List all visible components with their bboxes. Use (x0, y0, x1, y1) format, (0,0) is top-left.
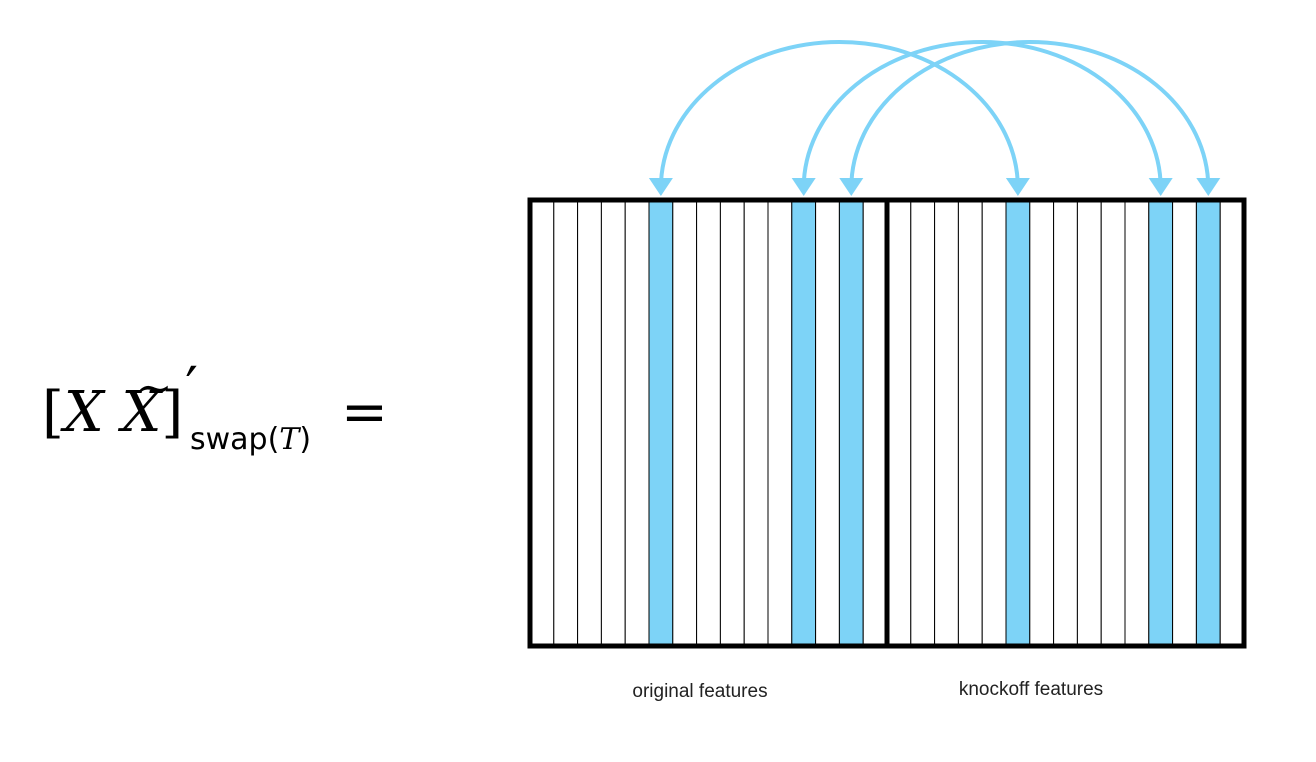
arrowhead-6-original (648, 178, 673, 196)
knockoff-column-2 (910, 199, 936, 647)
matrix-columns (529, 199, 1245, 647)
close-bracket: ] (161, 380, 184, 445)
knockoff-column-5 (981, 199, 1007, 647)
knockoff-column-14 (1195, 199, 1221, 647)
original-column-14 (838, 199, 864, 647)
knockoff-column-8 (1053, 199, 1078, 647)
original-column-6 (648, 199, 674, 647)
knockoff-column-7 (1029, 199, 1055, 647)
knockoff-column-4 (957, 199, 983, 647)
swap-arc-14 (849, 40, 1211, 189)
knockoff-features-label: knockoff features (959, 679, 1103, 700)
original-column-12 (791, 199, 817, 647)
original-column-7 (672, 199, 698, 647)
original-column-3 (577, 199, 602, 647)
original-column-10 (743, 199, 769, 647)
prime-mark: ′ (185, 356, 198, 421)
symbol-x: X (63, 380, 104, 445)
arrowhead-12-knockoff (1148, 178, 1173, 196)
knockoff-column-1 (886, 199, 912, 647)
arrowhead-12-original (791, 178, 816, 196)
original-column-13 (815, 199, 840, 647)
equals-sign: = (341, 380, 388, 445)
open-bracket: [ (42, 380, 64, 445)
arrowhead-14-original (839, 178, 864, 196)
original-features-label: original features (632, 681, 767, 702)
original-column-1 (529, 199, 555, 647)
original-column-15 (862, 199, 888, 647)
knockoff-column-6 (1005, 199, 1031, 647)
knockoff-column-10 (1100, 199, 1126, 647)
knockoff-column-3 (934, 199, 959, 647)
swap-arrows (648, 40, 1221, 196)
swap-equation: [X ~X]′swap(T)= (42, 361, 388, 455)
knockoff-column-13 (1172, 199, 1197, 647)
swap-arc-12 (801, 40, 1163, 189)
arrowhead-6-knockoff (1005, 178, 1030, 196)
knockoff-column-9 (1076, 199, 1102, 647)
swap-arc-6 (658, 40, 1020, 189)
arrowhead-14-knockoff (1196, 178, 1221, 196)
original-column-4 (600, 199, 626, 647)
knockoff-column-15 (1219, 199, 1245, 647)
symbol-x-knockoff: ~X (121, 363, 173, 445)
original-column-5 (624, 199, 650, 647)
set-t: T (279, 422, 300, 457)
original-column-8 (696, 199, 721, 647)
knockoff-column-12 (1148, 199, 1174, 647)
original-column-2 (553, 199, 579, 647)
original-column-9 (719, 199, 745, 647)
tilde-accent: ~ (135, 363, 173, 414)
swap-subscript: swap(T) (190, 422, 312, 457)
original-column-11 (767, 199, 793, 647)
knockoff-column-11 (1124, 199, 1150, 647)
